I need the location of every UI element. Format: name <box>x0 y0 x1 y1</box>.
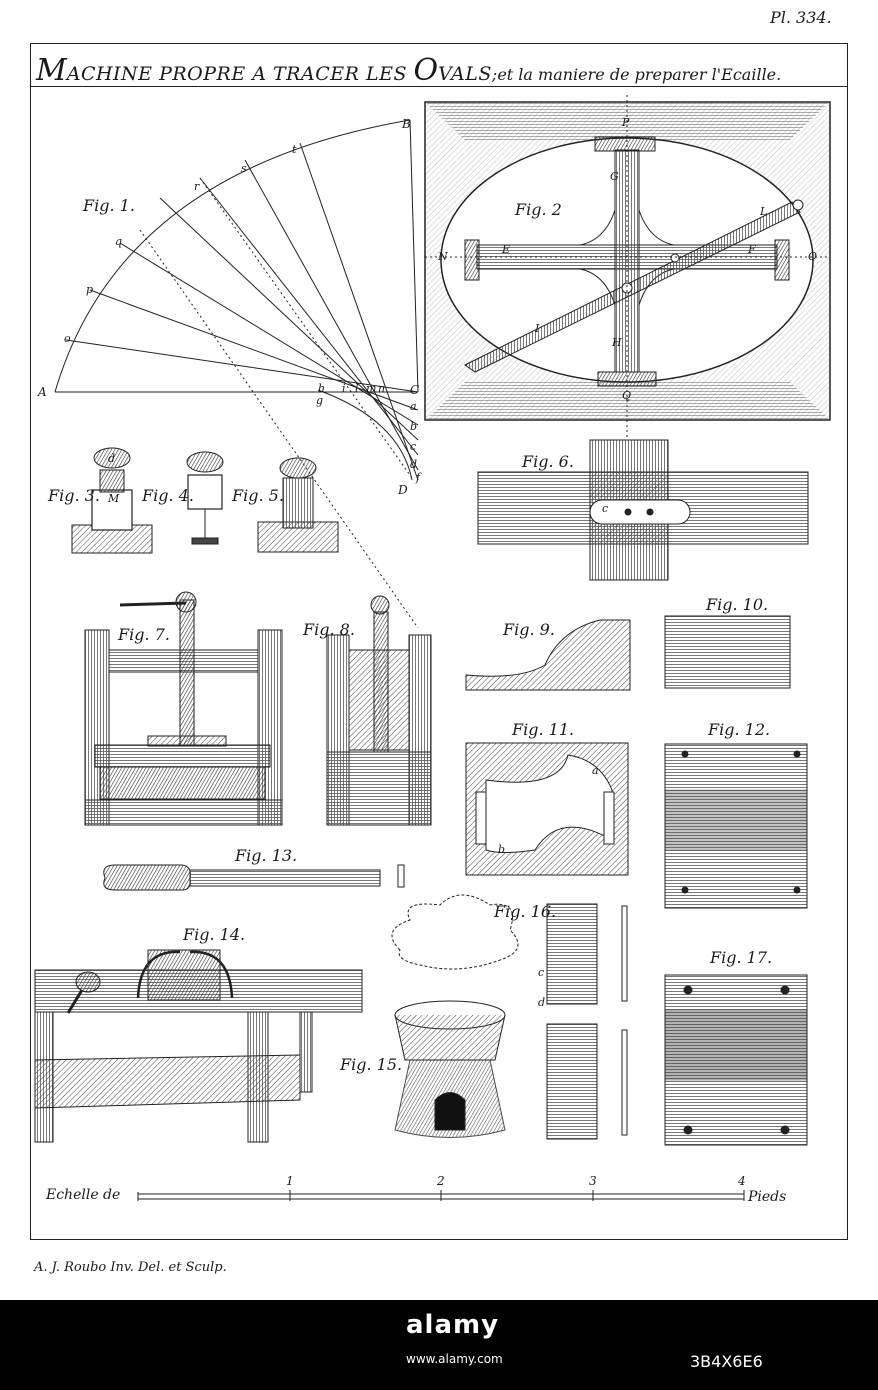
plate-frame <box>30 43 848 1240</box>
engraving-artwork <box>34 95 831 1201</box>
fig3-label: Fig. 3. <box>48 486 100 505</box>
fig15-label: Fig. 15. <box>340 1055 403 1074</box>
fig1-letter-o: o <box>64 332 71 345</box>
fig6-joint <box>477 439 809 581</box>
fig2-letter-E: E <box>502 243 511 256</box>
fig1-construction <box>54 119 419 629</box>
watermark-site: www.alamy.com <box>406 1352 503 1366</box>
fig1-letter-b: b <box>410 420 418 433</box>
scale-bar <box>137 1190 745 1201</box>
fig1-letter-g: g <box>316 394 324 407</box>
fig7-label: Fig. 7. <box>118 625 170 644</box>
watermark-logo: alamy <box>406 1310 500 1340</box>
fig16-strips <box>546 903 628 1140</box>
fig16-label: Fig. 16. <box>494 902 557 921</box>
fig2-oval-machine <box>424 95 831 440</box>
fig8-label: Fig. 8. <box>303 620 355 639</box>
plate-title: MACHINE PROPRE A TRACER LES OVALS;et la … <box>36 53 781 88</box>
fig1-letter-c: c <box>410 440 417 453</box>
fig2-letter-G: G <box>610 170 619 183</box>
fig1-letter-A: A <box>38 385 47 399</box>
fig1-dotted-diagonal <box>139 229 419 629</box>
fig2-letter-I: I <box>535 322 540 335</box>
fig1-letter-f: f <box>416 471 421 484</box>
fig2-letter-O: O <box>808 250 818 263</box>
fig12-plate <box>664 743 808 909</box>
fig7-press <box>84 591 283 826</box>
scale-tick-3: 3 <box>589 1174 597 1188</box>
fig2-letter-N: N <box>438 250 448 263</box>
fig1-letter-i: i <box>342 382 346 395</box>
fig2-label: Fig. 2 <box>515 200 562 219</box>
fig1-letter-t: t <box>292 143 297 156</box>
fig1-letter-a: a <box>410 400 417 413</box>
fig11-letter-a: a <box>592 764 599 777</box>
fig2-letter-Q: Q <box>622 389 632 402</box>
fig15-stove <box>391 894 519 1138</box>
scale-tick-4: 4 <box>738 1174 746 1188</box>
fig1-letter-n: n <box>378 382 386 395</box>
fig1-letter-B: B <box>402 117 411 131</box>
fig10-plate <box>664 615 791 689</box>
fig5-label: Fig. 5. <box>232 486 284 505</box>
title-band <box>30 47 848 87</box>
fig4-label: Fig. 4. <box>142 486 194 505</box>
fig10-label: Fig. 10. <box>706 595 769 614</box>
title-cap-o: O <box>413 53 439 88</box>
fig1-letter-D: D <box>398 483 408 497</box>
fig13-tool <box>103 864 405 891</box>
fig2-letter-H: H <box>612 336 622 349</box>
fig4-clamp <box>186 451 224 545</box>
watermark-image-id: 3B4X6E6 <box>690 1352 763 1371</box>
fig1-letter-l: l <box>355 382 359 395</box>
scale-tick-2: 2 <box>437 1174 445 1188</box>
title-rest: ;et la maniere de preparer l'Ecaille. <box>491 65 782 84</box>
title-cap-m: M <box>36 53 67 88</box>
scale-label: Echelle de <box>46 1187 121 1203</box>
title-part1: ACHINE PROPRE A TRACER LES <box>66 63 414 85</box>
fig2-letter-F: F <box>748 243 756 256</box>
fig1-letter-p: p <box>86 283 94 296</box>
fig1-letter-d: d <box>410 458 418 471</box>
fig17-label: Fig. 17. <box>710 948 773 967</box>
fig2-letter-L: L <box>760 205 768 218</box>
fig5-clamp <box>257 457 339 553</box>
fig1-vertical <box>409 119 419 393</box>
fig6-letter-c: c <box>602 502 609 515</box>
fig1-arc <box>54 119 411 393</box>
fig8-press <box>326 595 432 826</box>
plate-number: Pl. 334. <box>770 8 832 27</box>
fig2-letter-P: P <box>622 116 630 129</box>
fig1-letter-h: h <box>318 382 326 395</box>
fig3-letter-d: d <box>108 452 116 465</box>
fig17-plate <box>664 974 808 1146</box>
fig1-letter-C: C <box>410 383 420 397</box>
watermark-footer <box>0 1300 878 1390</box>
title-part2: VALS <box>438 63 492 85</box>
fig12-label: Fig. 12. <box>708 720 771 739</box>
fig9-molding <box>465 619 631 691</box>
engraver-credit: A. J. Roubo Inv. Del. et Sculp. <box>34 1260 227 1275</box>
fig1-letter-s: s <box>241 162 247 175</box>
scale-tick-1: 1 <box>286 1174 294 1188</box>
fig1-label: Fig. 1. <box>83 196 135 215</box>
fig1-letter-m: m <box>366 382 377 395</box>
fig6-label: Fig. 6. <box>522 452 574 471</box>
fig11-label: Fig. 11. <box>512 720 575 739</box>
scale-unit: Pieds <box>748 1189 787 1205</box>
fig14-label: Fig. 14. <box>183 925 246 944</box>
fig1-letter-r: r <box>194 180 200 193</box>
fig3-letter-M: M <box>108 492 120 505</box>
fig14-workbench <box>34 949 363 1143</box>
fig11-mold <box>465 742 629 876</box>
fig13-label: Fig. 13. <box>235 846 298 865</box>
fig3-clamp <box>71 447 153 554</box>
fig1-letter-q: q <box>115 235 123 248</box>
fig16-letter-d: d <box>538 996 546 1009</box>
fig11-letter-b: b <box>498 843 506 856</box>
fig16-letter-c: c <box>538 966 545 979</box>
fig9-label: Fig. 9. <box>503 620 555 639</box>
